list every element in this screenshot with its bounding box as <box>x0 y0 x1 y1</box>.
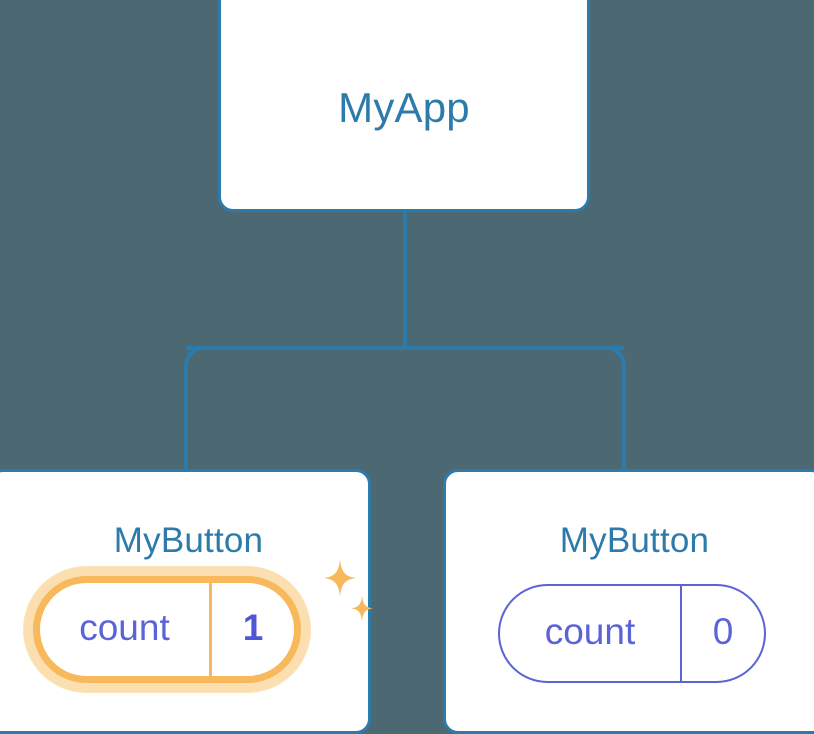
prop-chip-left-wrap: count 1 <box>33 576 301 683</box>
node-mybutton-right[interactable]: MyButton count 0 <box>443 469 814 734</box>
prop-chip-count-1[interactable]: count 1 <box>33 576 301 683</box>
prop-chip-divider <box>680 586 682 681</box>
node-myapp[interactable]: MyApp <box>218 0 590 212</box>
prop-chip-value: 0 <box>712 610 734 652</box>
prop-chip-divider <box>209 583 212 676</box>
node-mybutton-left[interactable]: MyButton count 1 <box>0 469 371 734</box>
edge-branch-left <box>184 346 405 471</box>
node-mybutton-right-title: MyButton <box>559 521 710 560</box>
prop-chip-key: count <box>544 610 636 652</box>
node-mybutton-left-title: MyButton <box>113 521 264 560</box>
prop-chip-count-0[interactable]: count 0 <box>498 584 766 683</box>
node-myapp-title: MyApp <box>338 84 470 131</box>
prop-chip-key: count <box>79 606 170 648</box>
edge-branch-right <box>405 346 626 471</box>
prop-chip-right-wrap: count 0 <box>498 584 766 683</box>
prop-chip-value: 1 <box>242 606 264 648</box>
